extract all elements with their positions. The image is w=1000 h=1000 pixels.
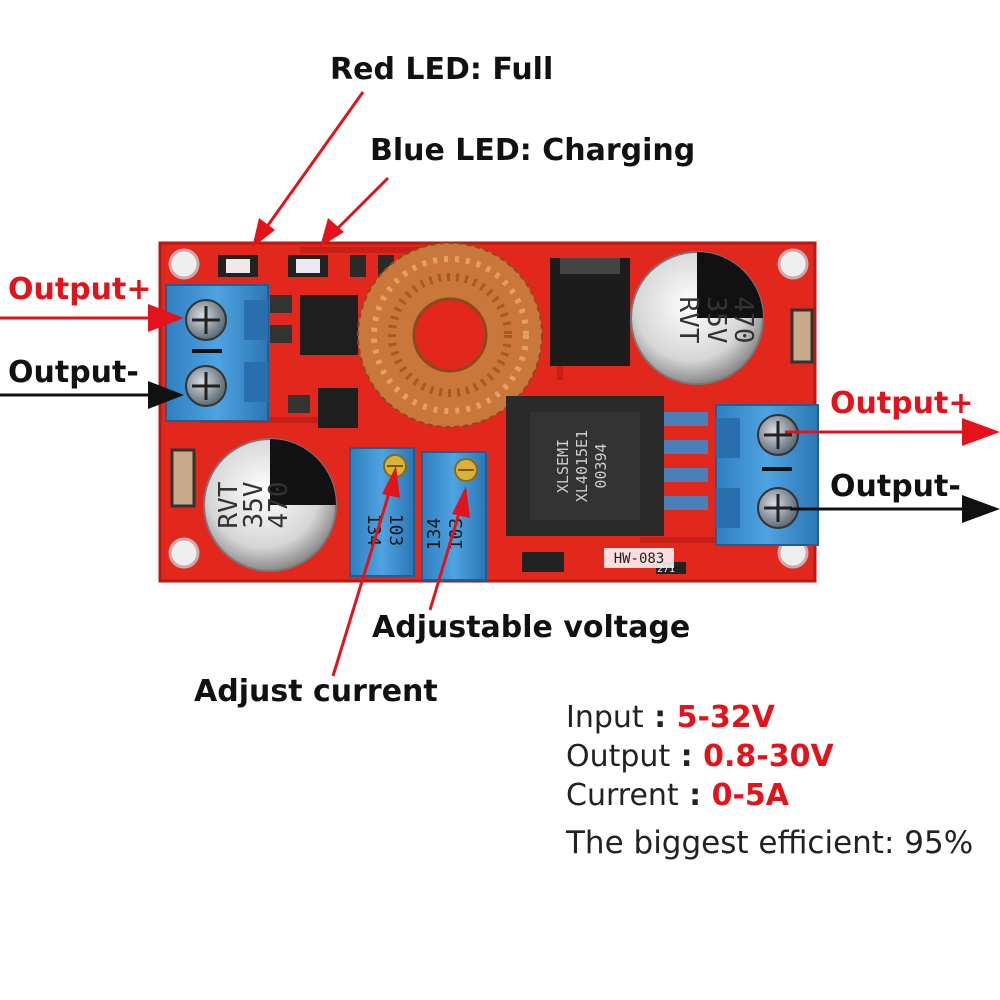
capacitor-top: 470 35V RVT xyxy=(630,251,764,385)
toroid-inductor xyxy=(357,242,543,428)
spec-input: Input : 5-32V xyxy=(566,700,775,735)
xl4015-ic: XLSEMI XL4015E1 00394 xyxy=(506,396,708,536)
spec-output: Output : 0.8-30V xyxy=(566,739,834,774)
cap-top-value: 470 xyxy=(728,297,758,344)
ic-line3: 00394 xyxy=(592,443,610,488)
red-led-label: Red LED: Full xyxy=(330,52,554,87)
output-plus-left-label: Output+ xyxy=(8,272,152,307)
spec-input-value: 5-32V xyxy=(676,700,775,735)
adjustable-voltage-label: Adjustable voltage xyxy=(372,610,691,645)
callout-arrows xyxy=(0,91,1000,677)
potentiometer-voltage[interactable]: 103 134 xyxy=(421,451,487,581)
capacitor-bottom: RVT 35V 470 xyxy=(203,438,337,572)
adjust-current-label: Adjust current xyxy=(194,674,438,709)
board-model: HW-083 xyxy=(614,551,665,567)
blue-led xyxy=(288,255,328,277)
terminal-block-left[interactable] xyxy=(165,284,269,422)
cap-top-brand: RVT xyxy=(673,297,703,344)
mounting-holes xyxy=(168,248,809,569)
cap-bottom-voltage: 35V xyxy=(239,482,269,529)
cap-bottom-value: 470 xyxy=(264,482,294,529)
terminal-block-right[interactable] xyxy=(715,404,819,546)
spec-efficiency: The biggest efficient: 95% xyxy=(566,825,974,861)
spec-output-label: Output xyxy=(566,739,671,774)
output-plus-right-label: Output+ xyxy=(830,386,974,421)
spec-current-value: 0-5A xyxy=(711,778,789,813)
cap-bottom-brand: RVT xyxy=(214,481,244,528)
pot1-code: 103 xyxy=(385,514,406,547)
output-minus-right-label: Output- xyxy=(830,469,961,504)
blue-led-label: Blue LED: Charging xyxy=(370,133,696,168)
spec-current-label: Current xyxy=(566,778,679,813)
diode xyxy=(550,258,630,366)
red-led xyxy=(218,255,258,277)
spec-input-label: Input xyxy=(566,700,644,735)
cap-top-voltage: 35V xyxy=(701,297,731,344)
resistor-code: 271 xyxy=(657,564,675,575)
ic-line2: XL4015E1 xyxy=(573,430,591,502)
pot2-batch: 134 xyxy=(424,518,445,551)
spec-output-value: 0.8-30V xyxy=(703,739,834,774)
spec-current: Current : 0-5A xyxy=(566,778,789,813)
output-minus-left-label: Output- xyxy=(8,355,139,390)
ic-line1: XLSEMI xyxy=(554,439,572,493)
